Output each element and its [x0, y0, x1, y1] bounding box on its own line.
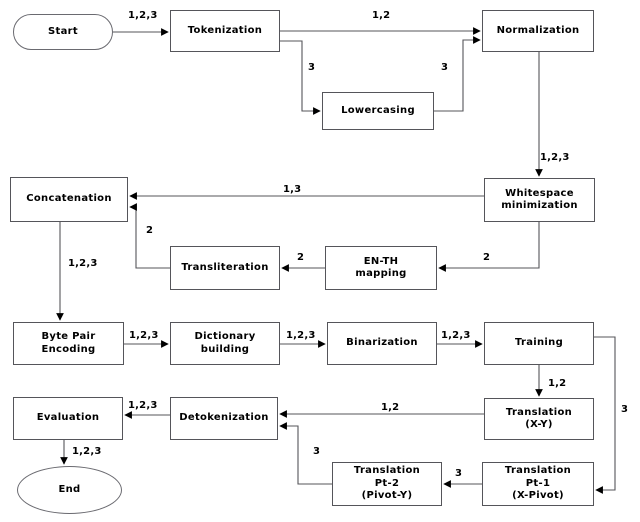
connector-whitespace-enth — [438, 222, 540, 272]
node-dictionary[interactable]: Dictionary building — [170, 322, 280, 365]
connector-transliteration-concatenation — [129, 203, 170, 269]
node-binarization[interactable]: Binarization — [327, 322, 437, 365]
node-label: Lowercasing — [341, 104, 415, 116]
connector-translationp2-detokenization — [279, 422, 332, 485]
edge-label-whitespace-to-concatenation: 1,3 — [283, 184, 302, 195]
node-label: Detokenization — [179, 412, 269, 424]
node-label: Whitespace minimization — [501, 187, 578, 212]
node-label: Translation Pt-1 (X-Pivot) — [504, 465, 572, 502]
edge-label-tokenization-to-normalization: 1,2 — [372, 10, 391, 21]
node-concatenation[interactable]: Concatenation — [10, 177, 128, 222]
edge-label-evaluation-to-end: 1,2,3 — [72, 446, 102, 457]
edge-label-enth-to-transliteration: 2 — [297, 252, 305, 263]
node-label: Concatenation — [26, 193, 112, 205]
node-tokenization[interactable]: Tokenization — [170, 10, 280, 52]
edge-label-tokenization-to-lowercasing: 3 — [308, 62, 316, 73]
edge-label-concatenation-to-bpe: 1,2,3 — [68, 258, 98, 269]
edge-label-transliteration-to-concatenation: 2 — [146, 225, 154, 236]
node-end[interactable]: End — [17, 466, 122, 514]
edge-label-translationp1-to-translationp2: 3 — [455, 468, 463, 479]
node-label: Training — [514, 337, 564, 349]
node-label: Transliteration — [181, 261, 269, 273]
node-bpe[interactable]: Byte Pair Encoding — [13, 322, 124, 365]
edge-label-training-to-translationp1: 3 — [621, 404, 629, 415]
edge-label-binarization-to-training: 1,2,3 — [441, 330, 471, 341]
edge-label-normalization-to-whitespace: 1,2,3 — [540, 152, 570, 163]
node-lowercasing[interactable]: Lowercasing — [322, 92, 434, 130]
node-translation_p2[interactable]: Translation Pt-2 (Pivot-Y) — [332, 462, 442, 506]
node-whitespace[interactable]: Whitespace minimization — [484, 178, 595, 222]
edge-label-translationxy-to-detokenization: 1,2 — [381, 402, 400, 413]
node-label: Start — [48, 25, 78, 37]
edge-label-lowercasing-to-normalization: 3 — [441, 62, 449, 73]
connector-lowercasing-normalization — [434, 36, 481, 112]
node-label: Byte Pair Encoding — [41, 331, 96, 355]
node-training[interactable]: Training — [484, 322, 594, 365]
node-label: Binarization — [346, 337, 418, 349]
node-enth[interactable]: EN-TH mapping — [325, 246, 437, 290]
node-start[interactable]: Start — [13, 14, 113, 50]
node-translation_p1[interactable]: Translation Pt-1 (X-Pivot) — [482, 462, 594, 506]
connector-tokenization-lowercasing — [280, 40, 321, 115]
node-translation_xy[interactable]: Translation (X-Y) — [484, 398, 594, 440]
node-label: Dictionary building — [194, 331, 256, 355]
node-label: EN-TH mapping — [355, 255, 407, 280]
node-transliteration[interactable]: Transliteration — [170, 246, 280, 290]
edge-label-translationp2-to-detokenization: 3 — [313, 446, 321, 457]
edge-label-training-to-translationxy: 1,2 — [548, 378, 567, 389]
node-label: End — [58, 483, 81, 495]
edge-label-detokenization-to-evaluation: 1,2,3 — [128, 400, 158, 411]
edge-label-bpe-to-dictionary: 1,2,3 — [129, 330, 159, 341]
connector-training-translationp1 — [594, 336, 616, 494]
edge-label-dictionary-to-binarization: 1,2,3 — [286, 330, 316, 341]
node-label: Normalization — [496, 24, 580, 36]
node-label: Translation (X-Y) — [505, 406, 573, 431]
node-label: Translation Pt-2 (Pivot-Y) — [353, 465, 421, 502]
node-label: Tokenization — [187, 24, 263, 36]
node-evaluation[interactable]: Evaluation — [13, 397, 123, 440]
node-label: Evaluation — [36, 412, 100, 424]
edge-label-whitespace-to-enth: 2 — [483, 252, 491, 263]
edge-label-start-to-tokenization: 1,2,3 — [128, 10, 158, 21]
node-detokenization[interactable]: Detokenization — [170, 397, 278, 440]
node-normalization[interactable]: Normalization — [482, 10, 594, 52]
